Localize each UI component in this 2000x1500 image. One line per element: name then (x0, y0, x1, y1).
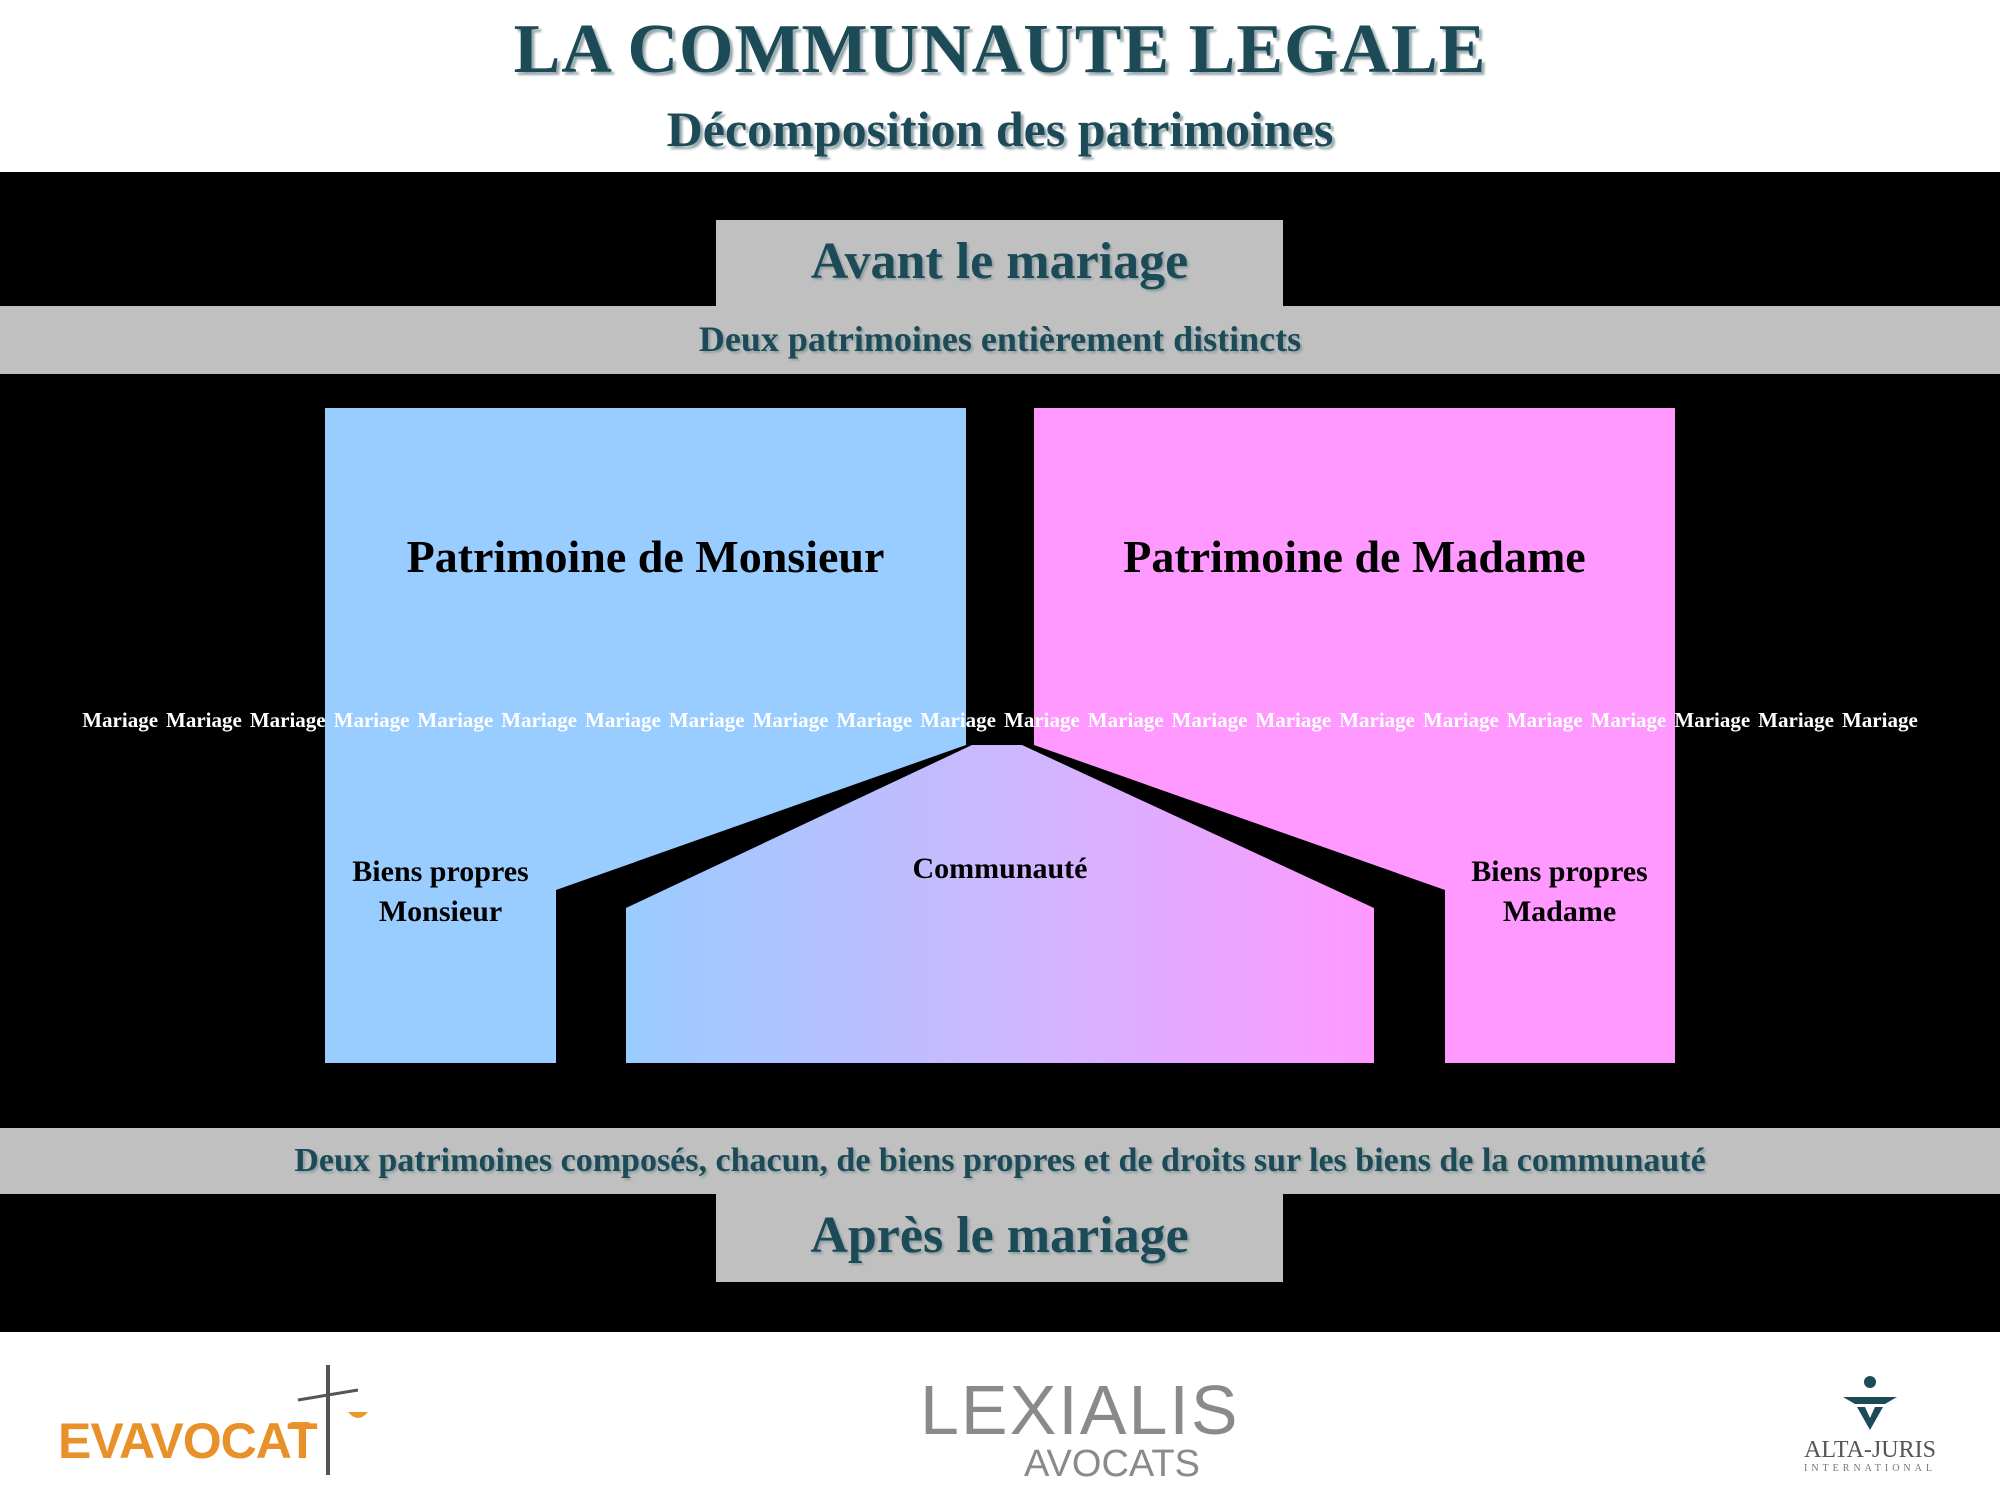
mariage-word: Mariage (1422, 708, 1499, 732)
communaute-label: Communauté (912, 852, 1088, 885)
mariage-word: Mariage (1841, 708, 1918, 732)
mariage-word: Mariage (585, 708, 661, 732)
footer (0, 1332, 2000, 1500)
lexialis-logo: LEXIALIS AVOCATS (920, 1371, 1240, 1485)
madame-label: Patrimoine de Madame (1123, 531, 1586, 582)
before-band-label: Deux patrimoines entièrement distincts (698, 319, 1302, 359)
mariage-word: Mariage (1171, 708, 1248, 732)
mariage-word: Mariage (1004, 708, 1080, 732)
page-subtitle: Décomposition des patrimoines (666, 101, 1334, 157)
avocats-text: AVOCATS (1024, 1443, 1200, 1485)
mariage-word: Mariage (836, 708, 913, 732)
mariage-word: Mariage (417, 708, 494, 732)
mariage-word: Mariage (82, 708, 159, 732)
alta-juris-subtext: INTERNATIONAL (1804, 1463, 1936, 1474)
before-tab (716, 220, 1283, 306)
mariage-word: Mariage (1087, 708, 1164, 732)
biens-propres-monsieur-line2: Monsieur (378, 895, 503, 928)
before-band (0, 306, 2000, 374)
mariage-word: Mariage (249, 708, 326, 732)
communaute-shape (626, 745, 1374, 1063)
after-tab (716, 1194, 1283, 1282)
mariage-word: Mariage (333, 708, 410, 732)
alta-juris-emblem-icon (1843, 1376, 1897, 1430)
mariage-word: Mariage (1255, 708, 1332, 732)
biens-propres-monsieur-label: Biens propres Monsieur (325, 852, 556, 932)
page-title: LA COMMUNAUTE LEGALE (513, 11, 1487, 88)
biens-propres-madame-label: Biens propres Madame (1444, 852, 1675, 932)
after-tab-label: Après le mariage (810, 1207, 1189, 1264)
mariage-word: Mariage (1758, 708, 1834, 732)
mariage-word: Mariage (501, 708, 578, 732)
biens-propres-madame-line1: Biens propres (1471, 855, 1648, 888)
mariage-word: Mariage (1590, 708, 1667, 732)
mariage-line: Mariage Mariage Mariage Mariage Mariage … (0, 708, 2000, 740)
biens-propres-monsieur-line1: Biens propres (352, 855, 529, 888)
alta-juris-logo: ALTA-JURIS INTERNATIONAL (1790, 1372, 1950, 1492)
lexialis-text: LEXIALIS (920, 1371, 1240, 1449)
mariage-word: Mariage (1674, 708, 1751, 732)
after-band-label: Deux patrimoines composés, chacun, de bi… (294, 1142, 1706, 1179)
mariage-word: Mariage (668, 708, 745, 732)
before-tab-label: Avant le mariage (810, 233, 1189, 290)
evavocat-logo: EVAVOCAT (58, 1360, 368, 1480)
scales-icon (290, 1365, 368, 1475)
mariage-word: Mariage (920, 708, 996, 732)
biens-propres-madame-line2: Madame (1502, 895, 1617, 928)
evavocat-text: EVAVOCAT (58, 1413, 318, 1469)
mariage-word: Mariage (1339, 708, 1415, 732)
mariage-word: Mariage (1506, 708, 1583, 732)
mariage-word: Mariage (752, 708, 829, 732)
after-band (0, 1128, 2000, 1194)
mariage-word: Mariage (166, 708, 242, 732)
alta-juris-text: ALTA-JURIS (1804, 1437, 1936, 1463)
monsieur-label: Patrimoine de Monsieur (406, 531, 885, 582)
